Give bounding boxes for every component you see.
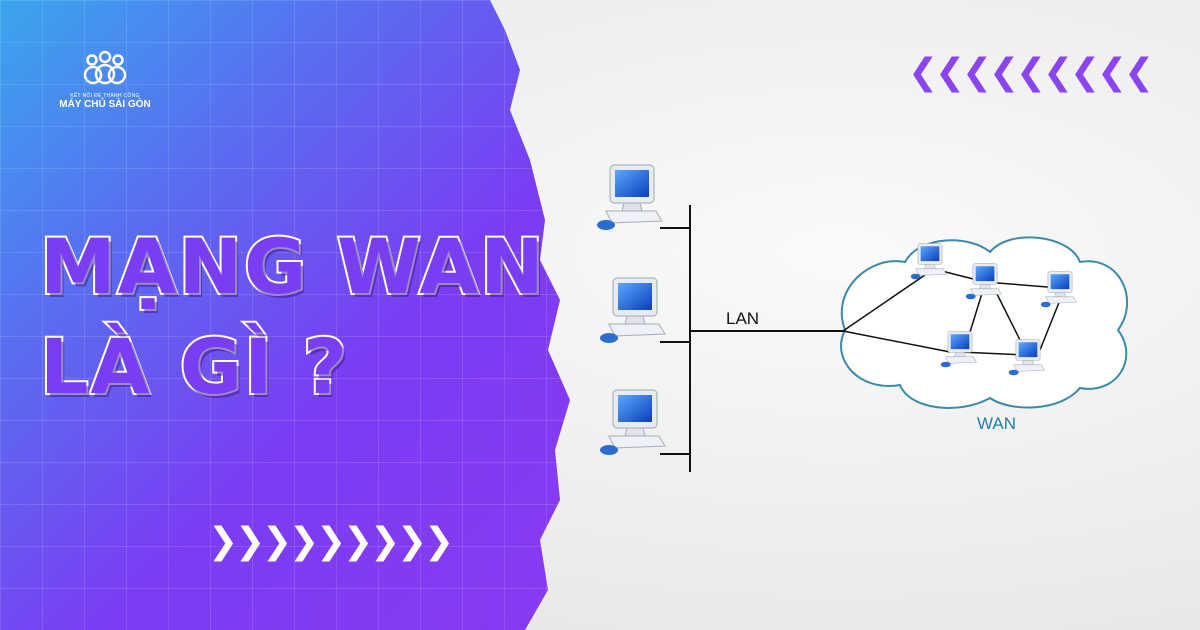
- chevrons-left-decoration: ❮❮❮❮❮❮❮❮❮: [908, 48, 1154, 98]
- logo-name: MÁY CHỦ SÀI GÒN: [59, 99, 151, 110]
- chevron-icon: ❮: [1070, 52, 1101, 93]
- chevron-icon: ❮: [989, 52, 1020, 93]
- chevron-icon: ❯: [343, 521, 374, 562]
- lan-bus-lines: [660, 205, 843, 472]
- chevron-icon: ❯: [397, 521, 428, 562]
- chevron-icon: ❮: [908, 52, 939, 93]
- computer-icon: [599, 389, 666, 456]
- logo-people-icon: [83, 50, 127, 85]
- computer-icon: [599, 277, 666, 344]
- chevron-icon: ❯: [235, 521, 266, 562]
- wan-cloud: [840, 236, 1128, 409]
- chevron-icon: ❯: [370, 521, 401, 562]
- wan-label: WAN: [977, 414, 1017, 433]
- chevron-icon: ❯: [316, 521, 347, 562]
- grid-pattern: [0, 0, 570, 630]
- lan-computers: [596, 164, 666, 456]
- chevron-icon: ❮: [1124, 52, 1155, 93]
- title-line-2: LÀ GÌ ?: [38, 320, 349, 413]
- purple-panel: [0, 0, 570, 630]
- chevron-icon: ❯: [262, 521, 293, 562]
- computer-icon: [596, 164, 663, 231]
- lan-label: LAN: [726, 309, 760, 328]
- logo: KẾT NỐI ĐỂ THÀNH CÔNG MÁY CHỦ SÀI GÒN: [50, 50, 160, 110]
- chevron-icon: ❮: [1043, 52, 1074, 93]
- chevron-icon: ❯: [289, 521, 320, 562]
- chevron-icon: ❯: [208, 521, 239, 562]
- title-line-1: MẠNG WAN: [38, 220, 546, 313]
- logo-tagline: KẾT NỐI ĐỂ THÀNH CÔNG: [70, 93, 140, 99]
- chevron-icon: ❮: [1097, 52, 1128, 93]
- chevrons-right-decoration: ❯❯❯❯❯❯❯❯❯: [208, 517, 454, 567]
- chevron-icon: ❮: [1016, 52, 1047, 93]
- chevron-icon: ❮: [962, 52, 993, 93]
- chevron-icon: ❮: [935, 52, 966, 93]
- chevron-icon: ❯: [424, 521, 455, 562]
